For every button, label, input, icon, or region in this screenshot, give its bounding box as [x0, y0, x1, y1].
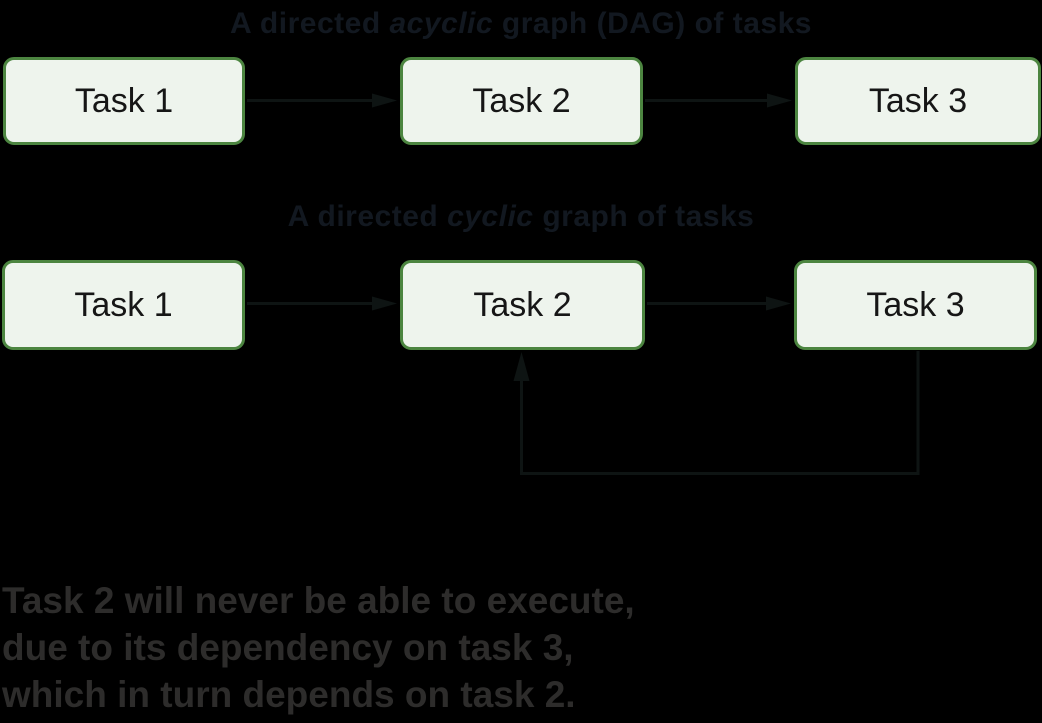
cyclic-task1-node: Task 1 — [2, 260, 245, 350]
dag-title-italic-word: acyclic — [389, 7, 494, 40]
cyclic-arrow-task2-to-task3 — [647, 296, 791, 311]
cyclic-title-italic-word: cyclic — [447, 200, 534, 233]
dag-arrow-task1-to-task2 — [247, 93, 397, 108]
cyclic-section-title: A directed cyclic graph of tasks — [0, 200, 1042, 234]
caption-line-2: due to its dependency on task 3, — [2, 627, 574, 668]
dag-arrow-task2-to-task3 — [645, 93, 792, 108]
caption-line-1: Task 2 will never be able to execute, — [2, 580, 635, 621]
cyclic-task2-label: Task 2 — [473, 285, 572, 324]
dag-section-title: A directed acyclic graph (DAG) of tasks — [0, 7, 1042, 41]
dag-task2-label: Task 2 — [472, 81, 571, 120]
dag-title-prefix: A directed — [230, 7, 390, 40]
cyclic-task3-node: Task 3 — [794, 260, 1037, 350]
cyclic-title-prefix: A directed — [287, 200, 448, 233]
dag-task1-label: Task 1 — [74, 81, 174, 120]
caption-text: Task 2 will never be able to execute, du… — [2, 577, 635, 718]
cyclic-task2-node: Task 2 — [400, 260, 645, 350]
dag-task3-node: Task 3 — [795, 57, 1041, 145]
cyclic-feedback-arrow-task3-to-task2 — [513, 351, 920, 475]
dag-task3-label: Task 3 — [868, 81, 968, 120]
cyclic-arrow-task1-to-task2 — [247, 296, 397, 311]
cyclic-task1-label: Task 1 — [74, 285, 173, 324]
dag-task2-node: Task 2 — [400, 57, 643, 145]
dag-title-suffix: graph (DAG) of tasks — [493, 7, 812, 40]
dag-task1-node: Task 1 — [3, 57, 245, 145]
cyclic-task3-label: Task 3 — [866, 285, 965, 324]
cyclic-title-suffix: graph of tasks — [533, 200, 755, 233]
caption-line-3: which in turn depends on task 2. — [2, 674, 576, 715]
